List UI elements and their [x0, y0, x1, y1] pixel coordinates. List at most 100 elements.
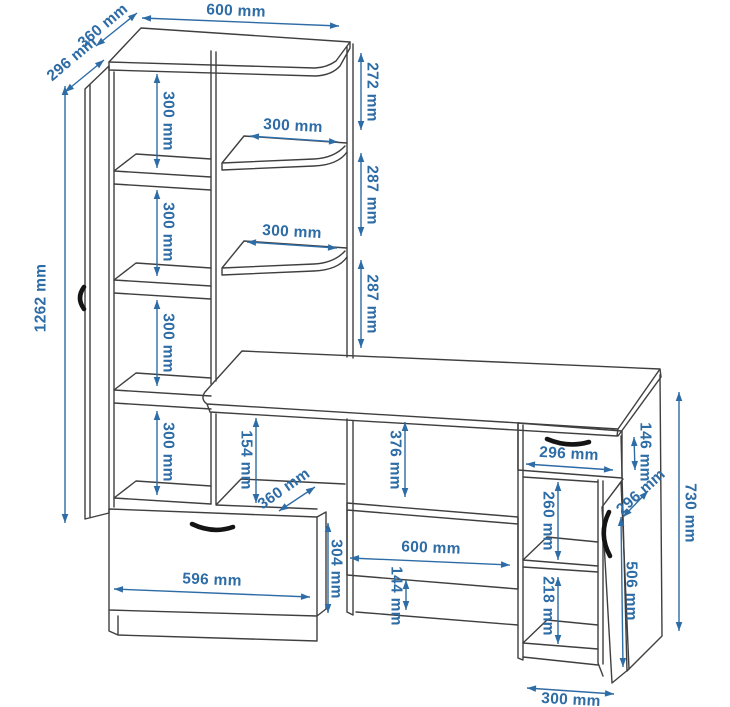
dimension-arrowhead-icon — [603, 466, 613, 473]
dimension-arrowhead-icon — [114, 586, 124, 593]
left-shelf-2 — [113, 262, 212, 300]
dimension-line — [141, 17, 340, 27]
dimension-arrowhead-icon — [639, 491, 648, 500]
dimension-drawer-height: 146 mm — [630, 422, 654, 482]
dimension-arrowhead-icon — [617, 517, 625, 527]
dimension-arrowhead-icon — [94, 60, 104, 69]
dimension-label-door-height: 506 mm — [623, 561, 640, 621]
corner-shelf-1 — [221, 135, 348, 171]
dimension-desk-height: 730 mm — [675, 392, 699, 631]
furniture-outline — [84, 27, 663, 684]
dimension-label-drawer-height: 146 mm — [637, 422, 654, 482]
dimension-arrowhead-icon — [619, 657, 627, 667]
dimension-label-corner-shelf-2-width: 300 mm — [262, 222, 322, 242]
dimension-shelf-gap-3: 300 mm — [153, 300, 177, 386]
pedestal-door-handle-icon — [601, 509, 613, 559]
dimension-arrowhead-icon — [357, 153, 365, 162]
dimension-label-wardrobe-height: 1262 mm — [33, 264, 50, 332]
dimension-arrowhead-icon — [279, 503, 289, 511]
dimension-arrowhead-icon — [65, 83, 75, 92]
dimension-drawer-width: 296 mm — [525, 444, 614, 473]
drawer-handle-icon — [544, 436, 592, 447]
dimension-arrowhead-icon — [328, 138, 338, 145]
dimension-arrowhead-icon — [324, 523, 332, 532]
dimension-label-panel-gap: 144 mm — [388, 566, 405, 626]
dimension-arrowhead-icon — [329, 22, 339, 29]
dimension-label-pedestal-width: 300 mm — [541, 690, 601, 707]
dimension-top-to-shelf: 272 mm — [357, 53, 381, 130]
pedestal-right-wall — [597, 479, 604, 677]
dimension-label-top-door-depth: 296 mm — [44, 33, 101, 84]
wardrobe-top-front-edge — [108, 41, 351, 77]
dimension-arrowhead-icon — [250, 133, 260, 140]
dimension-label-corner-shelf-1-width: 300 mm — [263, 116, 323, 136]
dimension-arrowhead-icon — [61, 86, 69, 95]
dimension-line — [113, 588, 311, 598]
dimension-label-niche-height: 154 mm — [238, 430, 255, 490]
corner-shelf-2 — [221, 240, 348, 276]
dimension-wardrobe-height: 1262 mm — [33, 86, 69, 523]
dimension-label-desk-height: 730 mm — [682, 483, 699, 543]
dimension-arrowhead-icon — [153, 377, 161, 386]
pedestal-top-rail — [522, 476, 599, 483]
dimension-arrowhead-icon — [675, 622, 683, 631]
dimension-pedestal-width: 300 mm — [526, 685, 615, 707]
dimension-corner-shelf-2-width: 300 mm — [246, 222, 338, 251]
dimension-arrowhead-icon — [357, 53, 365, 62]
dimension-label-shelf-gap-4: 300 mm — [160, 422, 177, 482]
dimension-arrowhead-icon — [252, 418, 260, 427]
flap-handle-icon — [189, 521, 236, 533]
dimension-arrowhead-icon — [350, 555, 360, 562]
pedestal-left-wall — [517, 422, 524, 661]
dimension-arrowhead-icon — [401, 422, 409, 431]
left-shelf-1 — [113, 153, 212, 191]
dimension-arrowhead-icon — [252, 494, 260, 503]
flap-side — [316, 511, 327, 617]
dimension-line — [349, 557, 511, 566]
dimension-door-height: 506 mm — [617, 516, 640, 668]
dimension-panel-gap: 144 mm — [388, 566, 410, 626]
dimension-line — [249, 135, 339, 143]
dimension-arrowhead-icon — [527, 685, 537, 692]
dimension-arrowhead-icon — [554, 635, 562, 644]
dimension-arrowhead-icon — [153, 486, 161, 495]
dimension-label-cubby-1-height: 260 mm — [540, 491, 557, 551]
dimension-arrowhead-icon — [247, 239, 257, 246]
dimension-label-shelf-to-shelf: 287 mm — [364, 165, 381, 225]
dimension-label-cubby-2-height: 218 mm — [540, 576, 557, 636]
dimension-arrowhead-icon — [402, 601, 410, 610]
dimension-arrowhead-icon — [357, 227, 365, 236]
dimension-arrowhead-icon — [305, 487, 315, 495]
dimension-label-shelf-to-desk: 287 mm — [364, 274, 381, 334]
pedestal-shelf-2 — [522, 619, 599, 650]
dimension-arrowhead-icon — [142, 15, 152, 22]
dimension-shelf-gap-4: 300 mm — [153, 411, 177, 495]
niche-floor — [215, 478, 346, 510]
dimension-label-flap-height: 304 mm — [328, 539, 345, 599]
dimension-arrowhead-icon — [526, 461, 536, 468]
dimension-arrowhead-icon — [401, 488, 409, 497]
dimension-shelf-to-desk: 287 mm — [357, 260, 381, 348]
dimension-arrowhead-icon — [153, 267, 161, 276]
dimension-label-shelf-gap-1: 300 mm — [160, 91, 177, 151]
furniture-handles — [77, 284, 613, 559]
dimension-line — [526, 687, 615, 695]
dimension-arrowhead-icon — [631, 460, 639, 470]
dimension-desk-clearance: 376 mm — [387, 422, 409, 497]
dimension-line — [525, 463, 614, 471]
desktop — [202, 350, 662, 437]
dimension-flap-width: 596 mm — [113, 570, 311, 600]
dimension-shelf-gap-1: 300 mm — [153, 74, 177, 168]
right-wall — [346, 43, 354, 616]
flap-plinth — [108, 609, 318, 642]
dimension-arrowhead-icon — [604, 690, 614, 697]
dimension-arrowhead-icon — [357, 260, 365, 269]
dimension-arrowhead-icon — [554, 482, 562, 491]
dimension-corner-shelf-1-width: 300 mm — [249, 116, 339, 145]
dimension-arrowhead-icon — [153, 300, 161, 309]
dimension-label-flap-width: 596 mm — [182, 570, 242, 590]
dimension-arrowhead-icon — [630, 437, 638, 447]
dimension-arrowhead-icon — [357, 339, 365, 348]
middle-divider — [210, 50, 217, 505]
